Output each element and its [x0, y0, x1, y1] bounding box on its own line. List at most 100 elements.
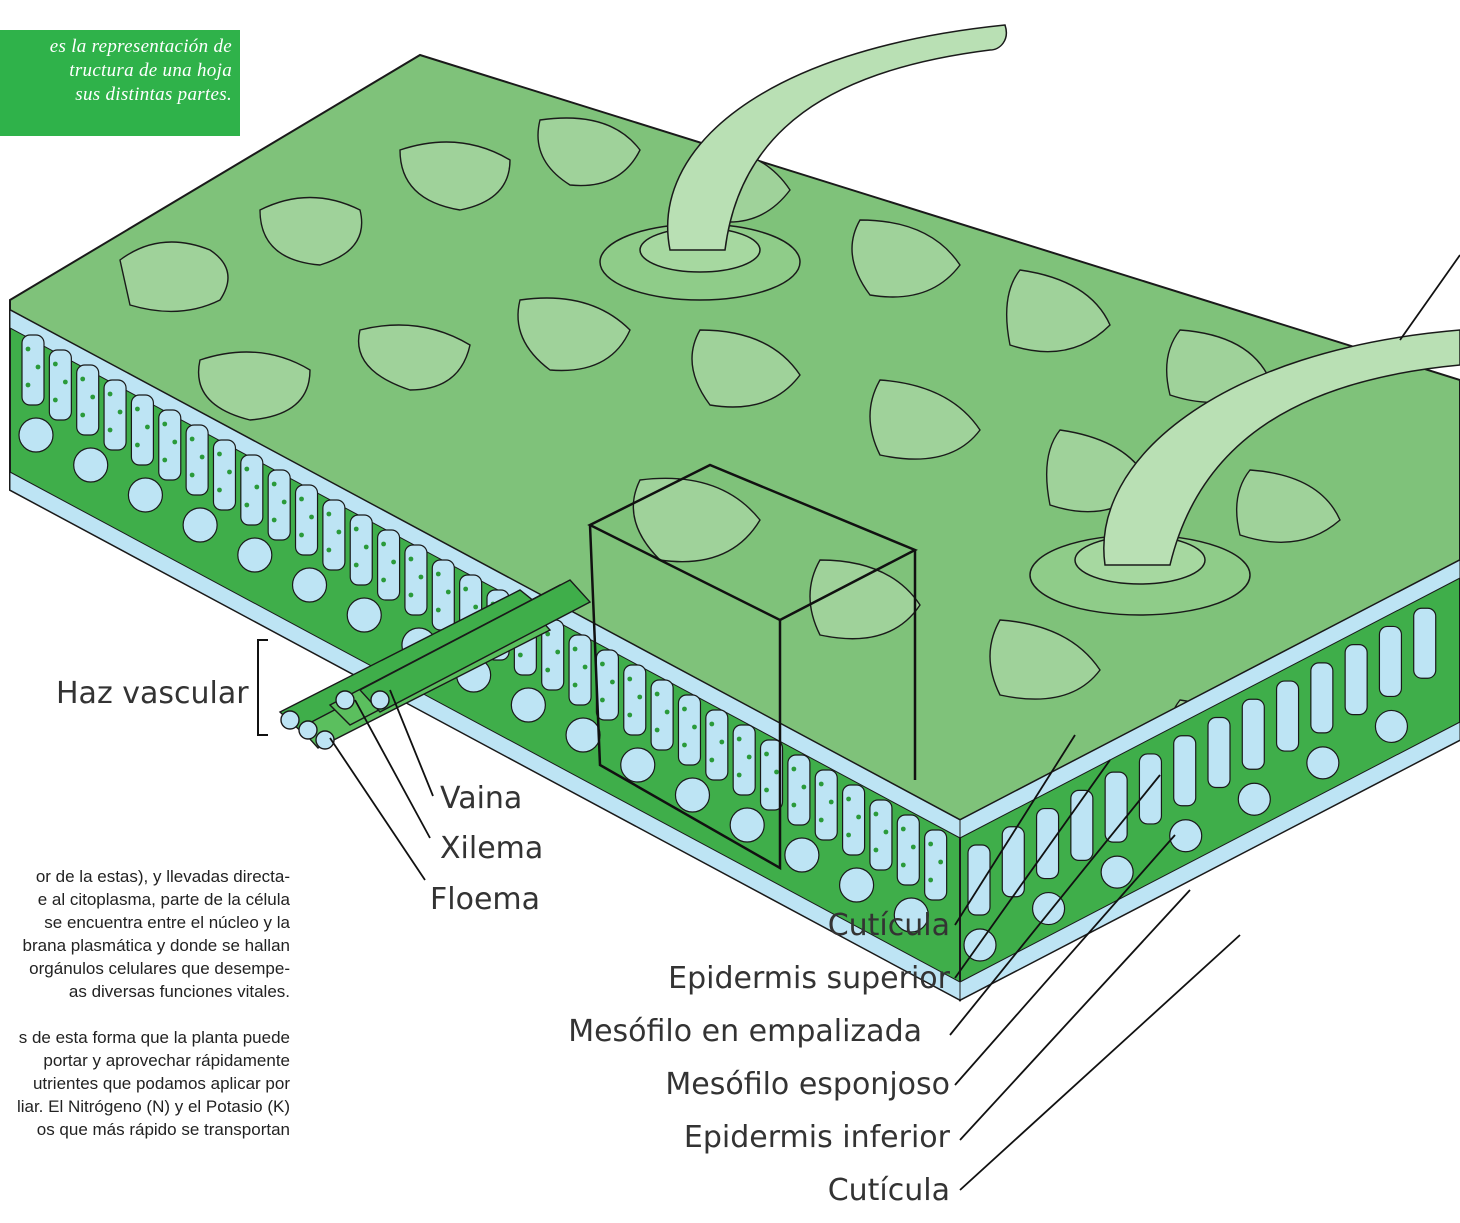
palisade-cell	[1174, 736, 1196, 806]
palisade-cell	[651, 680, 673, 750]
palisade-cell	[104, 380, 126, 450]
body-line: liar. El Nitrógeno (N) y el Potasio (K)	[0, 1095, 320, 1118]
chloroplast	[928, 842, 933, 847]
palisade-cell	[843, 785, 865, 855]
palisade-cell	[323, 500, 345, 570]
label-cuticula-bottom: Cutícula	[828, 1173, 950, 1208]
palisade-cell	[159, 410, 181, 480]
palisade-cell	[1345, 645, 1367, 715]
palisade-cell	[1414, 608, 1436, 678]
chloroplast	[299, 497, 304, 502]
chloroplast	[326, 512, 331, 517]
chloroplast	[573, 647, 578, 652]
spongy-cell	[1101, 856, 1133, 888]
chloroplast	[217, 488, 222, 493]
palisade-cell	[186, 425, 208, 495]
palisade-cell	[897, 815, 919, 885]
chloroplast	[819, 782, 824, 787]
chloroplast	[627, 713, 632, 718]
chloroplast	[901, 827, 906, 832]
palisade-cell	[405, 545, 427, 615]
palisade-cell	[925, 830, 947, 900]
chloroplast	[938, 860, 943, 865]
chloroplast	[53, 398, 58, 403]
palisade-cell	[1139, 754, 1161, 824]
palisade-cell	[49, 350, 71, 420]
palisade-cell	[1379, 626, 1401, 696]
chloroplast	[26, 383, 31, 388]
body-line: os que más rápido se transportan	[0, 1118, 320, 1141]
chloroplast	[737, 773, 742, 778]
spongy-cell	[840, 868, 874, 902]
label-cuticula-top: Cutícula	[828, 908, 950, 943]
spongy-cell	[730, 808, 764, 842]
body-line: se encuentra entre el núcleo y la	[0, 911, 320, 934]
chloroplast	[244, 503, 249, 508]
body-line: portar y aprovechar rápidamente	[0, 1049, 320, 1072]
chloroplast	[655, 692, 660, 697]
chloroplast	[272, 482, 277, 487]
haz-vascular-bracket	[258, 640, 268, 735]
chloroplast	[928, 878, 933, 883]
palisade-cell	[213, 440, 235, 510]
spongy-cell	[621, 748, 655, 782]
chloroplast	[446, 590, 451, 595]
spongy-cell	[785, 838, 819, 872]
palisade-cell	[350, 515, 372, 585]
label-xilema: Xilema	[440, 831, 543, 866]
palisade-cell	[733, 725, 755, 795]
chloroplast	[254, 485, 259, 490]
chloroplast	[610, 680, 615, 685]
chloroplast	[884, 830, 889, 835]
chloroplast	[583, 665, 588, 670]
body-line: as diversas funciones vitales.	[0, 980, 320, 1003]
chloroplast	[190, 437, 195, 442]
chloroplast	[518, 653, 523, 658]
chloroplast	[162, 422, 167, 427]
chloroplast	[227, 470, 232, 475]
body-line: brana plasmática y donde se hallan	[0, 934, 320, 957]
spongy-cell	[1375, 710, 1407, 742]
chloroplast	[336, 530, 341, 535]
chloroplast	[774, 770, 779, 775]
chloroplast	[665, 710, 670, 715]
chloroplast	[391, 560, 396, 565]
chloroplast	[747, 755, 752, 760]
body-line: e al citoplasma, parte de la célula	[0, 888, 320, 911]
chloroplast	[846, 833, 851, 838]
chloroplast	[874, 812, 879, 817]
chloroplast	[436, 608, 441, 613]
palisade-cell	[131, 395, 153, 465]
palisade-cell	[706, 710, 728, 780]
chloroplast	[682, 743, 687, 748]
palisade-cell	[596, 650, 618, 720]
palisade-cell	[624, 665, 646, 735]
chloroplast	[162, 458, 167, 463]
chloroplast	[108, 392, 113, 397]
chloroplast	[874, 848, 879, 853]
chloroplast	[692, 725, 697, 730]
palisade-cell	[1277, 681, 1299, 751]
palisade-cell	[968, 845, 990, 915]
chloroplast	[463, 587, 468, 592]
spongy-cell	[1238, 783, 1270, 815]
spongy-cell	[19, 418, 53, 452]
chloroplast	[600, 698, 605, 703]
palisade-cell	[569, 635, 591, 705]
palisade-cell	[77, 365, 99, 435]
chloroplast	[190, 473, 195, 478]
chloroplast	[627, 677, 632, 682]
palisade-cell	[241, 455, 263, 525]
chloroplast	[764, 788, 769, 793]
palisade-cell	[678, 695, 700, 765]
chloroplast	[299, 533, 304, 538]
chloroplast	[409, 593, 414, 598]
chloroplast	[409, 557, 414, 562]
chloroplast	[200, 455, 205, 460]
label-mesofilo-empalizada: Mesófilo en empalizada	[568, 1014, 922, 1049]
palisade-cell	[870, 800, 892, 870]
chloroplast	[545, 668, 550, 673]
body-line: s de esta forma que la planta puede	[0, 1026, 320, 1049]
chloroplast	[573, 683, 578, 688]
chloroplast	[737, 737, 742, 742]
